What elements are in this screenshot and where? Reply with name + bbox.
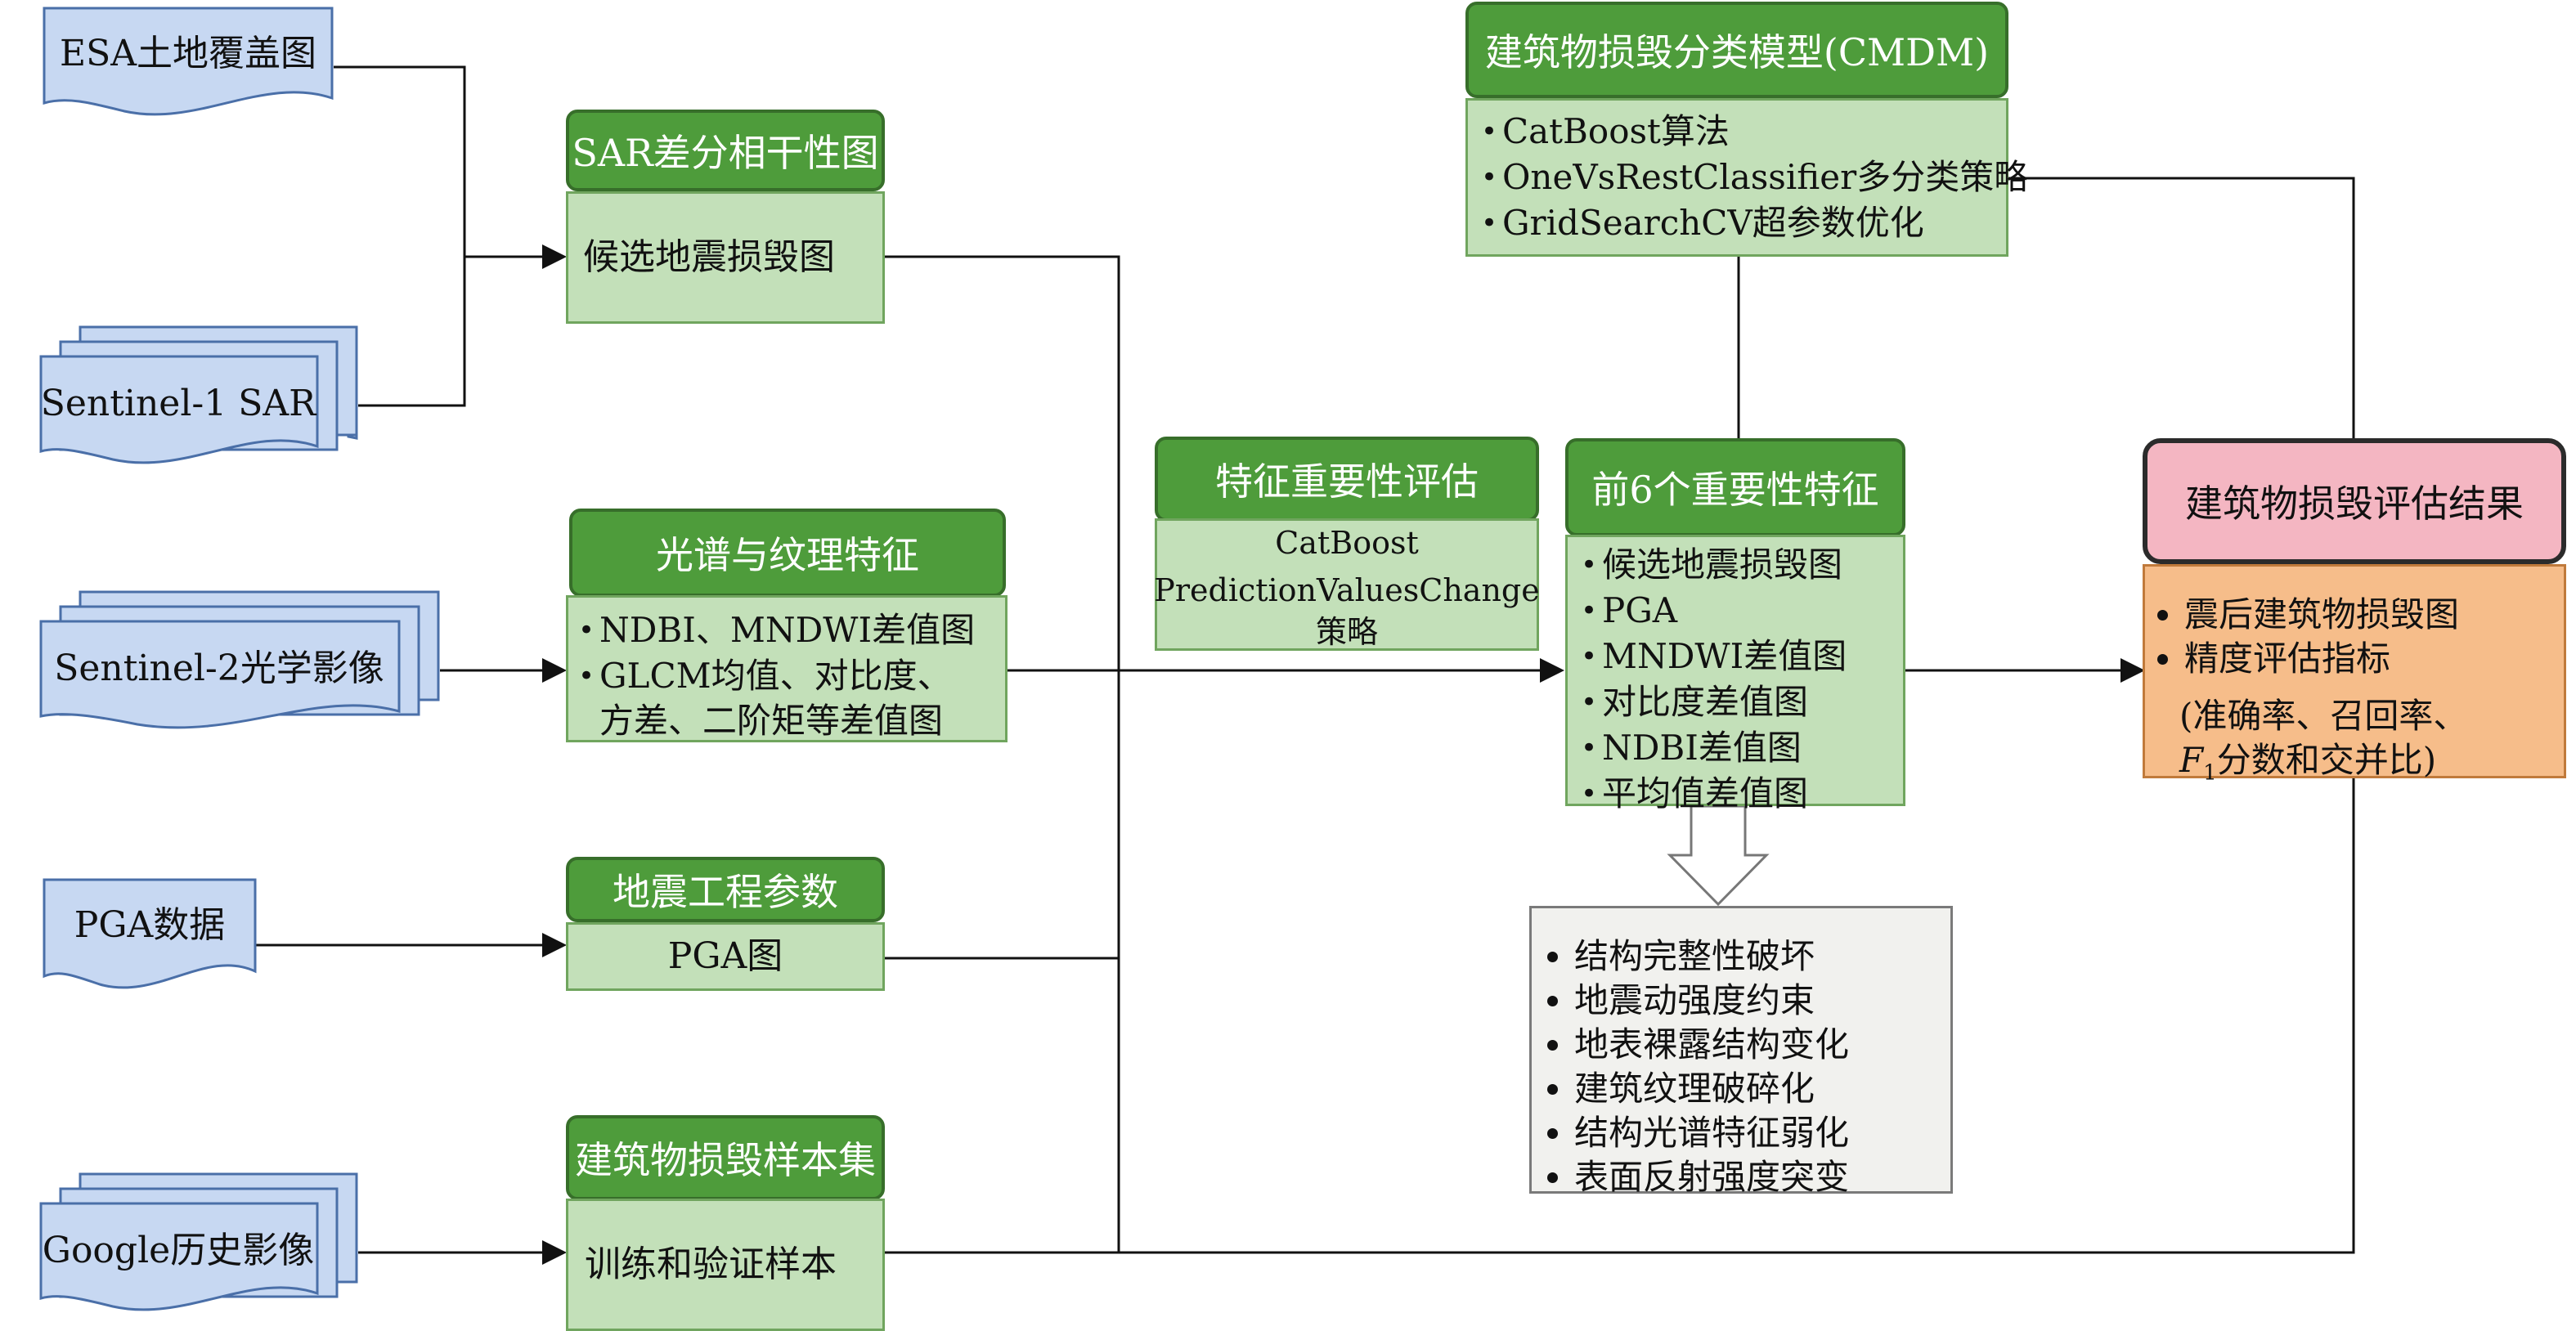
node-title: 建筑物损毁样本集 bbox=[566, 1115, 885, 1200]
model-list: CatBoost算法 OneVsRestClassifier多分类策略 Grid… bbox=[1474, 109, 2028, 246]
top6-list: 候选地震损毁图 PGA MNDWI差值图 对比度差值图 NDBI差值图 平均值差… bbox=[1574, 542, 1903, 817]
f-symbol: F bbox=[2179, 740, 2204, 780]
source-google-history: Google历史影像 bbox=[39, 1171, 360, 1326]
node-body: CatBoost PredictionValuesChange 策略 bbox=[1154, 518, 1540, 651]
edge-samples-result bbox=[885, 777, 2355, 1254]
list-item: GLCM均值、对比度、 bbox=[572, 653, 1005, 699]
sar-coherence-node: SAR差分相干性图 候选地震损毁图 bbox=[566, 110, 885, 324]
list-item: NDBI差值图 bbox=[1574, 725, 1903, 771]
list-item: 结构完整性破坏 bbox=[1574, 934, 1950, 979]
source-sentinel1: Sentinel-1 SAR bbox=[39, 324, 360, 477]
method-line: PredictionValuesChange bbox=[1154, 572, 1540, 608]
source-label: Google历史影像 bbox=[42, 1230, 315, 1271]
source-label: Sentinel-1 SAR bbox=[40, 383, 316, 424]
list-item: 地表裸露结构变化 bbox=[1574, 1023, 1950, 1067]
feature-list: NDBI、MNDWI差值图 GLCM均值、对比度、 bbox=[572, 607, 1005, 699]
node-title: 前6个重要性特征 bbox=[1565, 438, 1905, 536]
source-pga-data: PGA数据 bbox=[43, 878, 257, 993]
edge-bus bbox=[885, 255, 1120, 1253]
list-item: NDBI、MNDWI差值图 bbox=[572, 607, 1005, 653]
source-label: Sentinel-2光学影像 bbox=[54, 648, 384, 689]
candidate-damage-map: 候选地震损毁图 bbox=[583, 236, 835, 278]
down-arrow-icon bbox=[1667, 804, 1770, 907]
list-item: 建筑纹理破碎化 bbox=[1574, 1067, 1950, 1111]
multi-document-icon bbox=[39, 590, 440, 729]
method-line: CatBoost bbox=[1275, 525, 1419, 561]
quake-params-node: 地震工程参数 PGA图 bbox=[566, 857, 885, 991]
pga-map: PGA图 bbox=[667, 935, 783, 977]
metrics-continuation: (准确率、召回率、 bbox=[2179, 696, 2468, 736]
node-body: PGA图 bbox=[566, 922, 885, 991]
list-item: 平均值差值图 bbox=[1574, 771, 1903, 817]
result-list: 震后建筑物损毁图 精度评估指标 bbox=[2152, 593, 2564, 681]
list-item: 候选地震损毁图 bbox=[1574, 542, 1903, 588]
edge-model-result bbox=[2008, 177, 2355, 440]
source-esa-landcover: ESA土地覆盖图 bbox=[43, 7, 334, 119]
top6-features-node: 前6个重要性特征 候选地震损毁图 PGA MNDWI差值图 对比度差值图 NDB… bbox=[1565, 438, 1905, 817]
node-body: 训练和验证样本 bbox=[566, 1199, 885, 1331]
assessment-result-title: 建筑物损毁评估结果 bbox=[2143, 438, 2566, 564]
multi-document-icon bbox=[39, 1172, 358, 1311]
list-item-continuation: 方差、二阶矩等差值图 bbox=[599, 701, 944, 741]
spectral-texture-node: 光谱与纹理特征 NDBI、MNDWI差值图 GLCM均值、对比度、 方差、二阶矩… bbox=[566, 509, 1008, 742]
node-body: 候选地震损毁图 bbox=[566, 191, 885, 324]
list-item: 地震动强度约束 bbox=[1574, 979, 1950, 1023]
list-item: MNDWI差值图 bbox=[1574, 634, 1903, 679]
list-item: 结构光谱特征弱化 bbox=[1574, 1111, 1950, 1155]
document-icon bbox=[43, 7, 334, 116]
list-item: 震后建筑物损毁图 bbox=[2184, 593, 2564, 637]
list-item: 精度评估指标 bbox=[2184, 637, 2564, 681]
source-sentinel2: Sentinel-2光学影像 bbox=[39, 589, 442, 742]
node-body: NDBI、MNDWI差值图 GLCM均值、对比度、 方差、二阶矩等差值图 bbox=[566, 595, 1008, 742]
list-item: GridSearchCV超参数优化 bbox=[1474, 200, 2006, 246]
edge-s1 bbox=[358, 257, 466, 407]
method-line: 策略 bbox=[1315, 614, 1378, 650]
list-item: OneVsRestClassifier多分类策略 bbox=[1474, 155, 2028, 200]
node-title: 建筑物损毁分类模型(CMDM) bbox=[1465, 2, 2008, 98]
source-label: PGA数据 bbox=[74, 904, 226, 946]
list-item: 表面反射强度突变 bbox=[1574, 1155, 1950, 1199]
node-title: 地震工程参数 bbox=[566, 857, 885, 922]
edge-esa bbox=[334, 65, 466, 257]
document-icon bbox=[43, 878, 257, 989]
interpretation-box: 结构完整性破坏 地震动强度约束 地表裸露结构变化 建筑纹理破碎化 结构光谱特征弱… bbox=[1529, 906, 1953, 1197]
list-item: CatBoost算法 bbox=[1474, 109, 2006, 155]
metrics-tail: 分数和交并比) bbox=[2216, 740, 2437, 780]
classification-model-node: 建筑物损毁分类模型(CMDM) CatBoost算法 OneVsRestClas… bbox=[1465, 2, 2028, 257]
node-title: 特征重要性评估 bbox=[1155, 437, 1539, 522]
interpretation-list: 结构完整性破坏 地震动强度约束 地表裸露结构变化 建筑纹理破碎化 结构光谱特征弱… bbox=[1542, 934, 1950, 1199]
list-item: 对比度差值图 bbox=[1574, 679, 1903, 725]
multi-document-icon bbox=[39, 325, 358, 464]
sample-set-node: 建筑物损毁样本集 训练和验证样本 bbox=[566, 1115, 885, 1331]
source-label: ESA土地覆盖图 bbox=[59, 33, 317, 74]
f-subscript: 1 bbox=[2203, 760, 2217, 786]
node-title: 光谱与纹理特征 bbox=[569, 509, 1006, 597]
train-validation-samples: 训练和验证样本 bbox=[585, 1244, 837, 1285]
assessment-result-body: 震后建筑物损毁图 精度评估指标 (准确率、召回率、 F1分数和交并比) bbox=[2143, 564, 2566, 785]
metrics-continuation-2: F1分数和交并比) bbox=[2152, 738, 2564, 795]
feature-importance-node: 特征重要性评估 CatBoost PredictionValuesChange … bbox=[1154, 437, 1540, 651]
node-body: CatBoost算法 OneVsRestClassifier多分类策略 Grid… bbox=[1465, 98, 2028, 257]
list-item: PGA bbox=[1574, 588, 1903, 634]
node-body: 候选地震损毁图 PGA MNDWI差值图 对比度差值图 NDBI差值图 平均值差… bbox=[1565, 535, 1905, 817]
node-title: SAR差分相干性图 bbox=[566, 110, 885, 191]
